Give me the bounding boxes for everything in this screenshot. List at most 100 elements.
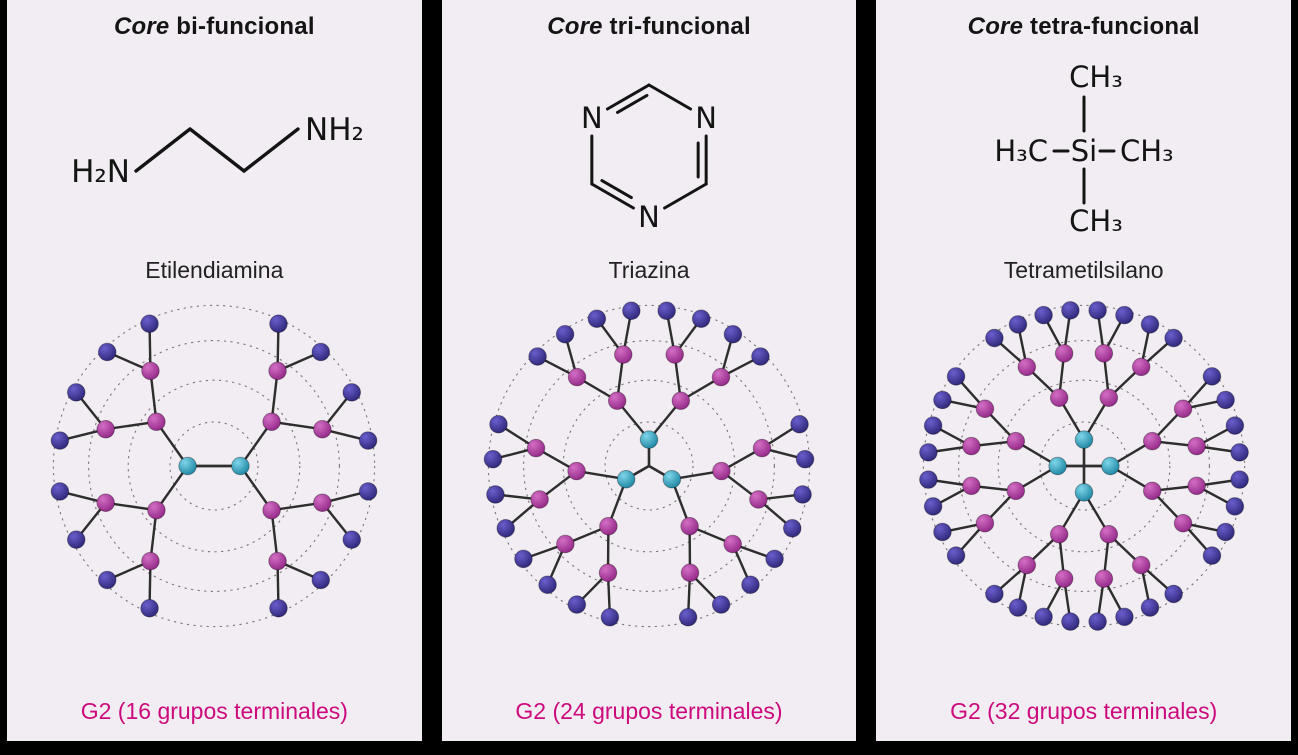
node-gen2 bbox=[556, 534, 575, 554]
node-terminal bbox=[489, 415, 508, 434]
node-terminal bbox=[1060, 612, 1080, 631]
molecule-name: Tetrametilsilano bbox=[1003, 257, 1164, 283]
molecule-name: Triazina bbox=[608, 257, 690, 283]
generation-ring bbox=[957, 340, 1210, 592]
node-terminal bbox=[587, 309, 607, 328]
dendrimer-bonds bbox=[926, 309, 1241, 623]
ring-double-bond bbox=[600, 179, 633, 200]
node-terminal bbox=[483, 449, 503, 469]
node-gen2 bbox=[1094, 344, 1113, 363]
node-gen2 bbox=[1187, 476, 1206, 496]
node-gen1 bbox=[607, 391, 627, 410]
node-gen2 bbox=[680, 563, 700, 583]
node-terminal bbox=[140, 599, 160, 618]
branch-bond bbox=[155, 464, 190, 512]
methyl-label-left: H₃C bbox=[994, 134, 1048, 168]
panel-title: Core bi-funcional bbox=[114, 13, 315, 41]
node-core bbox=[1100, 456, 1120, 476]
node-gen1 bbox=[262, 412, 282, 432]
ring-bond bbox=[590, 182, 635, 210]
node-terminal bbox=[751, 347, 770, 366]
node-gen1 bbox=[147, 500, 166, 520]
node-gen1 bbox=[1006, 431, 1025, 451]
node-terminal bbox=[486, 485, 505, 504]
node-gen1 bbox=[567, 461, 586, 481]
node-core bbox=[1048, 456, 1067, 476]
terminal-groups-caption: G2 (32 grupos terminales) bbox=[950, 698, 1218, 724]
node-terminal bbox=[1202, 367, 1221, 386]
generation-ring bbox=[997, 379, 1171, 553]
node-gen1 bbox=[599, 516, 618, 536]
node-gen1 bbox=[1006, 481, 1025, 501]
title-functionality: tri-funcional bbox=[602, 13, 751, 40]
node-gen2 bbox=[961, 476, 981, 496]
node-terminal bbox=[1088, 301, 1107, 320]
node-gen1 bbox=[262, 500, 282, 520]
methyl-label-bottom: CH₃ bbox=[1069, 204, 1123, 238]
generation-ring bbox=[604, 421, 694, 511]
node-terminal bbox=[622, 301, 641, 321]
node-terminal bbox=[932, 522, 952, 542]
node-terminal bbox=[923, 497, 943, 516]
node-gen2 bbox=[749, 490, 768, 509]
node-gen2 bbox=[96, 419, 116, 439]
node-terminal bbox=[790, 415, 809, 434]
terminal-groups-caption: G2 (24 grupos terminales) bbox=[515, 698, 783, 724]
node-terminal bbox=[923, 416, 943, 435]
node-terminal bbox=[311, 342, 331, 362]
node-terminal bbox=[1034, 305, 1053, 325]
node-terminal bbox=[269, 599, 289, 618]
node-terminal bbox=[793, 485, 812, 504]
node-terminal bbox=[1008, 315, 1027, 334]
node-terminal bbox=[918, 470, 938, 489]
branch-bond bbox=[239, 464, 274, 512]
c-c-bond bbox=[242, 127, 301, 173]
node-terminal bbox=[1088, 612, 1107, 631]
node-gen2 bbox=[711, 367, 731, 387]
node-gen2 bbox=[1017, 555, 1036, 575]
dendrimer-diagram-32-terminals bbox=[918, 301, 1249, 631]
node-gen2 bbox=[1017, 357, 1036, 377]
node-gen2 bbox=[1054, 344, 1074, 363]
node-gen2 bbox=[1173, 513, 1192, 533]
node-terminal bbox=[555, 325, 575, 344]
node-terminal bbox=[98, 570, 117, 590]
node-terminal bbox=[1216, 390, 1235, 410]
node-terminal bbox=[1008, 598, 1027, 617]
node-gen2 bbox=[1131, 555, 1151, 575]
dendrimer-nodes bbox=[918, 301, 1249, 631]
c-c-bond bbox=[188, 127, 247, 173]
node-terminal bbox=[269, 314, 289, 333]
node-gen2 bbox=[752, 438, 772, 458]
ring-bond bbox=[663, 182, 708, 210]
methyl-label-right: CH₃ bbox=[1120, 134, 1174, 168]
generation-ring bbox=[88, 340, 341, 592]
node-gen1 bbox=[1142, 431, 1162, 451]
generation-rings bbox=[922, 304, 1245, 628]
title-functionality: tetra-funcional bbox=[1023, 13, 1200, 40]
node-gen2 bbox=[723, 534, 742, 554]
node-gen1 bbox=[1099, 524, 1118, 544]
dendrimer-diagram-24-terminals bbox=[483, 301, 815, 628]
node-terminal bbox=[359, 482, 378, 501]
node-terminal bbox=[1230, 443, 1249, 462]
node-terminal bbox=[1230, 470, 1249, 489]
node-core bbox=[1074, 483, 1093, 502]
molecule-name: Etilendiamina bbox=[145, 257, 284, 283]
node-terminal bbox=[342, 530, 362, 549]
node-terminal bbox=[1216, 522, 1235, 542]
node-gen2 bbox=[313, 419, 332, 439]
generation-ring bbox=[523, 340, 775, 592]
node-terminal bbox=[1225, 416, 1244, 435]
node-gen2 bbox=[526, 438, 546, 458]
node-core bbox=[231, 456, 250, 476]
node-terminal bbox=[496, 519, 515, 538]
node-terminal bbox=[678, 607, 698, 627]
ring-double-bond bbox=[615, 93, 649, 114]
node-terminal bbox=[984, 584, 1004, 604]
node-terminal bbox=[932, 390, 952, 410]
